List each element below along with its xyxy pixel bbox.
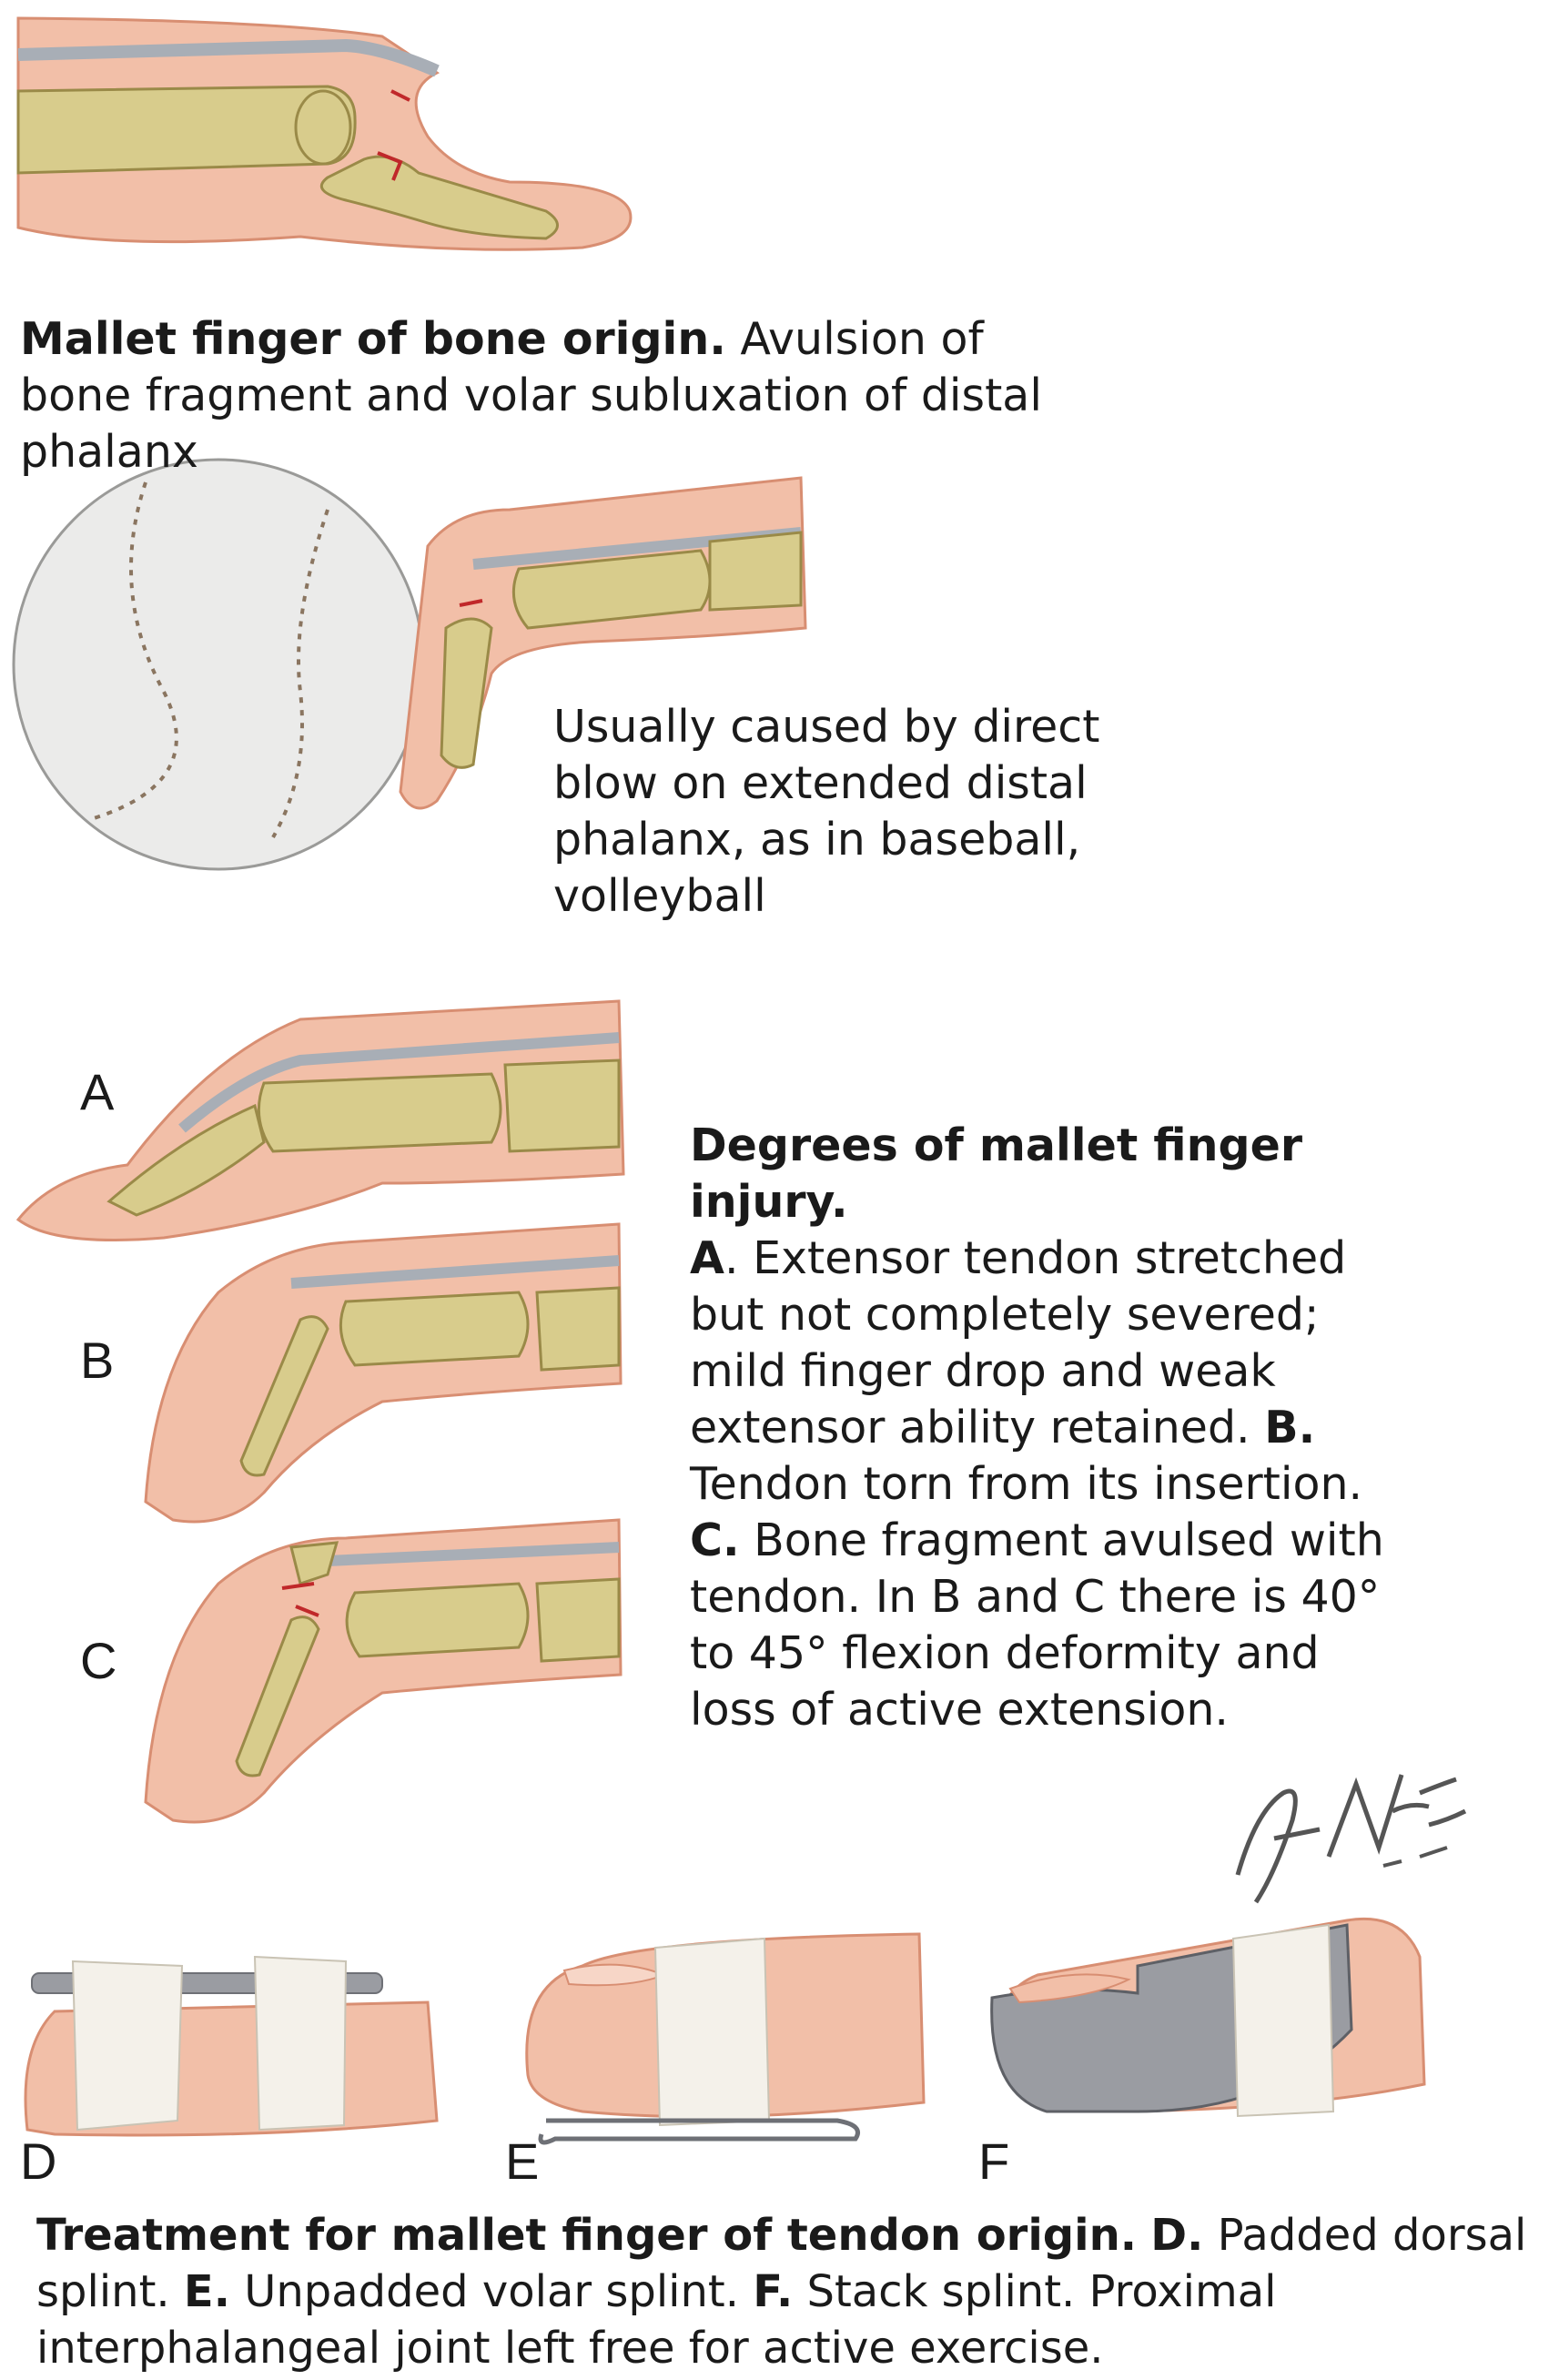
baseball-injury-illustration: [12, 458, 807, 871]
figure3-c-label: C.: [690, 1514, 740, 1566]
finger-c-illustration: [144, 1518, 623, 1824]
figure2-caption: Usually caused by direct blow on extende…: [553, 699, 1136, 925]
finger-b-illustration: [144, 1222, 623, 1524]
figure3-a-label: A: [690, 1232, 724, 1284]
figure4-d-label: D.: [1150, 2210, 1204, 2261]
splint-f-illustration: [990, 1917, 1426, 2118]
netter-signature: [1235, 1774, 1467, 1904]
figure4-caption: Treatment for mallet finger of tendon or…: [36, 2207, 1559, 2376]
figure4-caption-heading: Treatment for mallet finger of tendon or…: [36, 2210, 1138, 2261]
label-d: D: [20, 2132, 57, 2190]
finger-a-illustration: [15, 999, 625, 1241]
figure3-b-text: Tendon torn from its insertion.: [690, 1458, 1363, 1510]
figure3-caption-heading: Degrees of mallet finger injury.: [690, 1119, 1302, 1228]
figure3-caption: Degrees of mallet finger injury. A. Exte…: [690, 1118, 1418, 1738]
figure4-f-text: Stack splint. Proximal interphalangeal j…: [36, 2266, 1277, 2374]
label-b: B: [80, 1332, 115, 1389]
label-f: F: [978, 2132, 1010, 2190]
mallet-finger-bone-origin-illustration: [16, 16, 633, 251]
splint-e-illustration: [525, 1932, 926, 2145]
label-a: A: [80, 1063, 115, 1120]
label-e: E: [505, 2132, 540, 2190]
label-c: C: [80, 1632, 117, 1689]
figure4-e-label: E.: [183, 2266, 230, 2317]
figure3-c-text: Bone fragment avulsed with tendon. In B …: [690, 1514, 1384, 1736]
figure4-d-text: Padded dorsal splint.: [36, 2210, 1527, 2317]
figure2-caption-body: Usually caused by direct blow on extende…: [553, 701, 1100, 922]
figure1-caption: Mallet finger of bone origin. Avulsion o…: [20, 311, 1094, 481]
figure3-a-text: . Extensor tendon stretched but not comp…: [690, 1232, 1347, 1453]
figure3-b-label: B.: [1264, 1402, 1316, 1453]
figure1-caption-heading: Mallet finger of bone origin.: [20, 313, 726, 365]
figure4-f-label: F.: [753, 2266, 794, 2317]
figure4-e-text: Unpadded volar splint.: [229, 2266, 754, 2317]
figure1-caption-body: Avulsion of bone fragment and volar subl…: [20, 313, 1042, 478]
splint-d-illustration: [24, 1955, 439, 2137]
